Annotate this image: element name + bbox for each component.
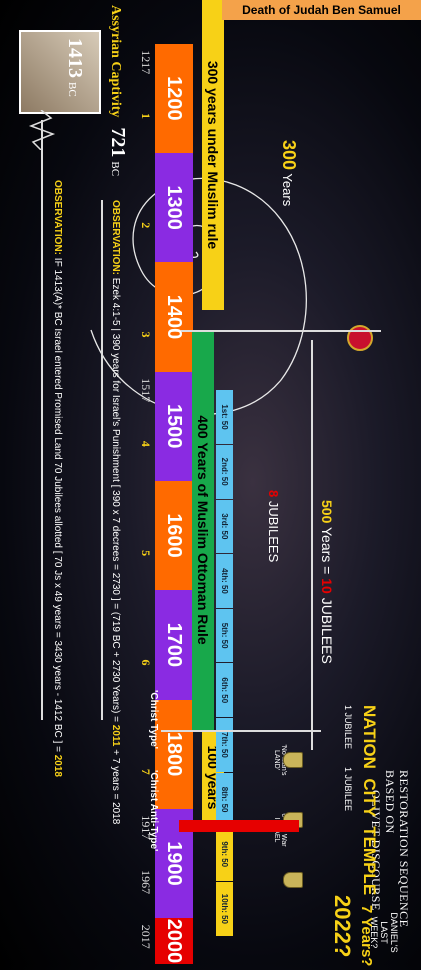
jubilee-segment-2: 2nd: 50 xyxy=(216,444,233,499)
obs2-arrow xyxy=(41,120,43,720)
century-band-1600: 1600 xyxy=(155,480,193,591)
emblem-icon-1 xyxy=(283,752,303,768)
assyrian-year: 721 xyxy=(107,127,129,158)
bc1413-year: 1413 xyxy=(64,38,86,78)
span-500-num: 500 xyxy=(319,500,335,524)
zigzag-break xyxy=(28,110,56,150)
century-band-1200: 1200 xyxy=(155,43,193,154)
century-label-1500: 1500 xyxy=(163,404,186,449)
span-500-mid: Years = xyxy=(319,523,335,579)
jubilee-segment-1: 1st: 50 xyxy=(216,390,233,444)
count-tick-4: 4 xyxy=(139,440,153,447)
guide-1517 xyxy=(181,330,381,332)
obs1-arrow xyxy=(101,200,103,720)
bc-1413: 1413 BC xyxy=(63,38,86,97)
portrait-image xyxy=(19,30,101,114)
century-band-1400: 1400 xyxy=(155,262,193,372)
assyrian-captivity: Assyrian Captivity 721 BC xyxy=(106,5,129,176)
stripe-muslim-rule: 300 years under Muslim rule xyxy=(202,0,224,310)
nation-city-temple: NATION CITY TEMPLE xyxy=(360,705,379,896)
span-8-suffix: JUBILEES xyxy=(266,497,281,563)
century-label-1800: 1800 xyxy=(163,731,186,777)
span-500-suffix: JUBILEES xyxy=(319,593,335,664)
assyrian-label: Assyrian Captivity xyxy=(108,5,123,118)
year-tick-2017: 2017 xyxy=(139,924,153,949)
count-tick-2: 2 xyxy=(139,222,153,229)
century-band-1700: 1700 xyxy=(155,590,193,700)
count-tick-6: 6 xyxy=(139,659,153,666)
year-tick-1517: 1517 xyxy=(139,378,153,403)
year-tick-1967: 1967 xyxy=(139,870,153,895)
span-300-label: 300 Years xyxy=(278,140,299,206)
bc1413-era: BC xyxy=(66,82,78,97)
century-band-1500: 1500 xyxy=(155,371,193,481)
century-label-1300: 1300 xyxy=(163,185,186,230)
guide-1917 xyxy=(161,730,321,732)
year-2022: 2022? xyxy=(330,895,355,958)
span-500-label: 500 Years = 10 JUBILEES xyxy=(319,500,335,664)
jubilee-segment-7: 7th: 50 xyxy=(216,718,233,772)
span-8-label: 8 JUBILEES xyxy=(266,490,281,562)
ottoman-seal-icon xyxy=(347,325,373,351)
obs1-tail: + 7 years = 2018 xyxy=(110,746,121,825)
span-500-count: 10 xyxy=(319,578,335,594)
obs1-bold: 2011 xyxy=(110,724,121,747)
jubilee-segment-8: 8th: 50 xyxy=(216,772,233,827)
observation-2: OBSERVATION: IF 1413(A)* BC Israel enter… xyxy=(52,180,63,777)
death-of-judah-banner: Death of Judah Ben Samuel xyxy=(222,0,421,20)
obs1-lead: OBSERVATION: xyxy=(110,200,121,276)
observation-1: OBSERVATION: Ezek 4:1-5 | 390 years for … xyxy=(110,200,121,824)
year-tick-1217: 1217 xyxy=(139,50,153,75)
century-band-1800: 1800 xyxy=(155,699,193,809)
jubilee-segment-9: 9th: 50 xyxy=(216,827,233,882)
christ-type: 'Christ Type' xyxy=(148,690,159,750)
emblem-icon-3 xyxy=(283,872,303,888)
century-label-1700: 1700 xyxy=(163,622,186,668)
stripe-ottoman-rule-text: 400 Years of Muslim Ottoman Rule xyxy=(195,415,211,645)
century-band-2000: 2000 xyxy=(155,918,193,964)
century-label-2000: 2000 xyxy=(163,918,186,964)
century-label-1900: 1900 xyxy=(163,841,186,886)
jubilee-segment-5: 5th: 50 xyxy=(216,608,233,663)
obs1-text: Ezek 4:1-5 | 390 years for Israel's Puni… xyxy=(110,275,121,725)
jubilee-segment-3: 3rd: 50 xyxy=(216,499,233,554)
count-tick-5: 5 xyxy=(139,550,153,557)
jubilee-segment-6: 6th: 50 xyxy=(216,663,233,718)
century-label-1600: 1600 xyxy=(163,513,186,558)
jubilee-segment-4: 4th: 50 xyxy=(216,554,233,608)
stripe-ottoman-rule: 400 Years of Muslim Ottoman Rule xyxy=(192,330,214,730)
span-300-num: 300 xyxy=(279,140,299,171)
obs2-bold: 2018 xyxy=(52,754,63,777)
count-tick-1: 1 xyxy=(139,112,153,119)
century-label-1200: 1200 xyxy=(163,76,186,121)
christ-anti-type: 'Christ Anti-Type' xyxy=(148,770,159,852)
stripe-muslim-rule-text: 300 years under Muslim rule xyxy=(205,60,221,250)
death-banner-text: Death of Judah Ben Samuel xyxy=(242,3,401,17)
assyrian-era: BC xyxy=(109,161,121,177)
century-label-1400: 1400 xyxy=(163,294,186,340)
span-500-arrow xyxy=(311,340,313,750)
jubilee-segment-10: 10th: 50 xyxy=(216,882,233,936)
death-banner xyxy=(0,0,17,200)
jubilee-label-1: 1 JUBILEE xyxy=(343,705,353,750)
century-band-1300: 1300 xyxy=(155,153,193,263)
obs2-lead: OBSERVATION: xyxy=(52,180,63,256)
span-300-suffix: Years xyxy=(280,170,295,207)
jubilee-label-2: 1 JUBILEE xyxy=(343,767,353,812)
count-tick-3: 3 xyxy=(139,331,153,338)
seven-years: 7 Years? xyxy=(358,905,375,967)
obs2-text: IF 1413(A)* BC Israel entered Promised L… xyxy=(52,255,63,755)
red-marker xyxy=(179,820,299,832)
